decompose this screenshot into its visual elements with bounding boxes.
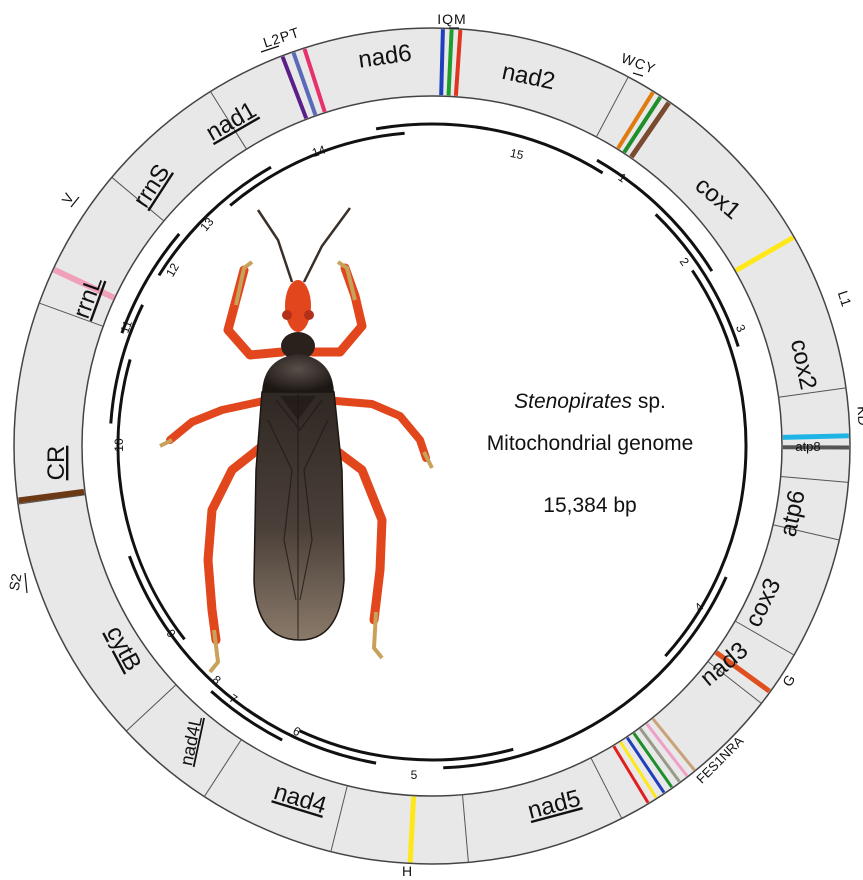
contig-arc-1 xyxy=(477,127,603,173)
gene-label-atp8: atp8 xyxy=(795,439,820,454)
contig-number-13: 13 xyxy=(197,215,217,234)
trna-underline-C xyxy=(633,73,643,76)
insect-head xyxy=(285,280,311,332)
contig-number-2: 2 xyxy=(677,255,692,269)
trna-label-L1: L1 xyxy=(835,289,855,309)
trna-label-WCY: WCY xyxy=(619,50,658,77)
contig-number-14: 14 xyxy=(310,142,327,160)
species-genus: Stenopirates xyxy=(514,390,632,413)
trna-bar-8 xyxy=(783,436,849,438)
contig-number-5: 5 xyxy=(411,768,418,782)
contig-number-10: 10 xyxy=(112,438,126,452)
tarsus-middle-left xyxy=(160,440,172,446)
eye-left xyxy=(282,310,292,320)
gene-label-CR: CR xyxy=(43,446,70,481)
insect-pronotum xyxy=(262,354,334,392)
contig-number-15: 15 xyxy=(509,146,525,163)
contig-arc-10 xyxy=(118,359,185,639)
contig-number-11: 11 xyxy=(118,318,136,335)
leg-middle-left xyxy=(170,400,268,440)
trna-label-V: V xyxy=(58,190,77,207)
trna-underline-S2 xyxy=(25,573,27,593)
contig-arc-15 xyxy=(376,124,488,129)
trna-bar-1 xyxy=(441,29,443,95)
trna-label-L2PT: L2PT xyxy=(261,24,302,51)
trna-label-G: G xyxy=(779,672,798,689)
contig-number-3: 3 xyxy=(733,322,749,334)
species-title: Stenopirates sp. xyxy=(440,390,740,414)
trna-label-IQM: IQM xyxy=(437,11,466,27)
eye-right xyxy=(304,310,314,320)
leg-front-right xyxy=(312,268,362,352)
leg-front-left xyxy=(228,270,282,355)
insect-illustration xyxy=(160,208,432,672)
species-suffix: sp. xyxy=(632,390,666,413)
trna-label-KD: KD xyxy=(855,406,863,426)
genome-subtitle: Mitochondrial genome xyxy=(440,432,740,456)
trna-label-S2: S2 xyxy=(6,572,25,592)
contig-arc-6 xyxy=(299,731,513,760)
trna-bar-18 xyxy=(410,797,413,863)
antenna-left xyxy=(258,210,292,282)
trna-label-H: H xyxy=(402,863,412,879)
genome-size: 15,384 bp xyxy=(440,494,740,518)
